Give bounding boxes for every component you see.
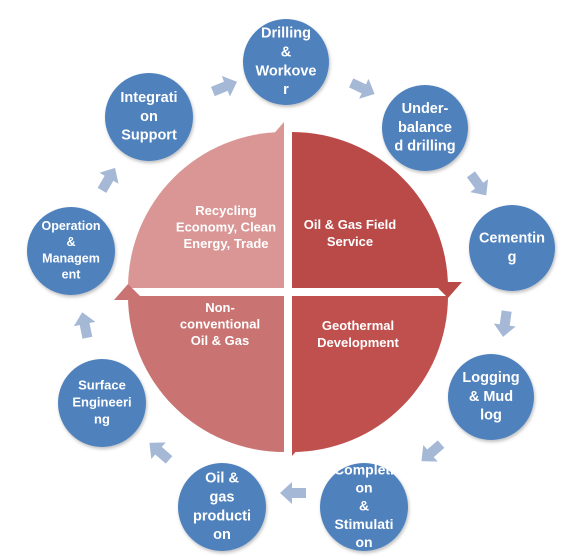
flow-arrow <box>421 440 445 462</box>
node-drilling: Drilling & Workove r <box>243 19 329 105</box>
node-operation-management-circle <box>27 207 115 295</box>
quadrant-top-left-label: Economy, Clean <box>176 219 276 234</box>
node-integration-support-label: Support <box>121 128 177 144</box>
node-cementing-label: Cementin <box>479 230 545 246</box>
flow-arrow <box>349 78 375 99</box>
ring-arrows <box>73 76 516 504</box>
quadrant-bottom-left <box>128 296 284 452</box>
node-surface-engineering-label: Engineeri <box>72 394 131 409</box>
node-surface-engineering-circle <box>58 359 146 447</box>
quadrant-bottom-right-label: Geothermal <box>322 318 394 333</box>
quadrant-top-right <box>292 132 448 288</box>
node-cementing-circle <box>469 205 555 291</box>
node-logging-label: & Mud <box>469 389 513 405</box>
node-operation-management-label: ent <box>62 268 82 282</box>
arrowhead-top-right <box>432 282 462 298</box>
node-under-balanced-label: d drilling <box>394 139 455 155</box>
flow-arrow <box>211 76 237 97</box>
node-drilling-label: r <box>283 82 289 98</box>
node-completion-label: & <box>359 498 369 514</box>
node-operation-management-label: Managem <box>42 251 100 265</box>
node-oil-gas-production-label: Oil & <box>205 471 239 487</box>
node-drilling-label: Workove <box>256 63 317 79</box>
arrowhead-top-left <box>270 122 284 150</box>
quadrant-top-right-label: Oil & Gas Field <box>304 217 397 232</box>
quadrant-top-left-label: Energy, Trade <box>183 236 268 251</box>
flow-arrow <box>149 442 173 464</box>
node-under-balanced: Under-balance d drilling <box>382 85 468 171</box>
node-oil-gas-production: Oil & gas producti on <box>178 463 266 551</box>
node-completion: Completi on & Stimulati on <box>320 461 408 551</box>
quadrant-bottom-left-label: conventional <box>180 316 260 331</box>
flow-arrow <box>280 482 306 504</box>
node-cementing: Cementin g <box>469 205 555 291</box>
node-oil-gas-production-circle <box>178 463 266 551</box>
node-completion-label: on <box>355 534 372 550</box>
node-surface-engineering-label: ng <box>94 411 110 426</box>
node-oil-gas-production-label: producti <box>193 508 251 524</box>
node-completion-label: on <box>355 480 372 496</box>
flow-arrow <box>466 171 489 196</box>
node-completion-label: Completi <box>334 461 394 477</box>
node-operation-management-label: Operation <box>41 219 100 233</box>
flow-arrow <box>97 167 119 193</box>
node-cementing-label: g <box>508 249 517 265</box>
flow-arrow <box>73 312 96 339</box>
quadrant-top-right-label: Service <box>327 234 373 249</box>
quadrant-bottom-right <box>292 296 448 452</box>
node-drilling-circle <box>243 19 329 105</box>
node-drilling-label: & <box>281 44 292 60</box>
node-logging: Logging & Mud log <box>448 354 534 440</box>
node-under-balanced-circle <box>382 85 468 171</box>
node-logging-circle <box>448 354 534 440</box>
node-surface-engineering-label: Surface <box>78 378 126 393</box>
node-operation-management-label: & <box>66 235 75 249</box>
arrowhead-bottom-left <box>114 284 144 300</box>
node-logging-label: Logging <box>462 370 519 386</box>
node-integration-support-label: on <box>140 109 158 125</box>
node-integration-support-circle <box>105 73 193 161</box>
arrowhead-bottom-right <box>292 428 306 456</box>
node-logging-label: log <box>480 408 502 424</box>
node-completion-circle <box>320 463 408 551</box>
flow-arrow <box>493 310 516 337</box>
quadrant-bottom-right-label: Development <box>317 335 399 350</box>
node-under-balanced-label: Under- <box>402 101 449 117</box>
node-oil-gas-production-label: on <box>213 527 231 543</box>
node-drilling-label: Drilling <box>261 26 311 42</box>
quadrant-top-left-label: Recycling <box>195 203 256 218</box>
node-completion-label: Stimulati <box>334 516 393 532</box>
node-operation-management: Operation & Managem ent <box>27 207 115 295</box>
quadrant-bottom-left-label: Non- <box>205 300 235 315</box>
quadrant-top-left <box>128 132 284 288</box>
node-integration-support-label: Integrati <box>120 90 177 106</box>
node-oil-gas-production-label: gas <box>210 489 235 505</box>
quadrant-bottom-left-label: Oil & Gas <box>191 333 250 348</box>
node-under-balanced-label: balance <box>398 120 452 136</box>
